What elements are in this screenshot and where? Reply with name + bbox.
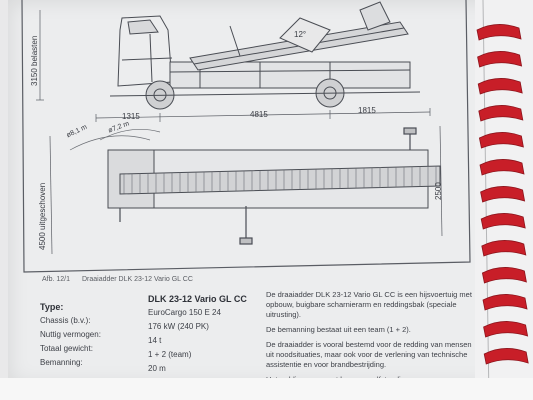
spec-labels: Type: Chassis (b.v.): Nuttig vermogen: T…	[40, 300, 150, 370]
spec-value: 1 + 2 (team)	[148, 350, 192, 359]
dim-height-label: 3150 belasten	[30, 35, 39, 86]
spiral-coil	[481, 240, 527, 257]
spec-label: Bemanning:	[40, 358, 83, 367]
dim-width-label: 4500 uitgeschoven	[38, 182, 47, 250]
spec-label: Nuttig vermogen:	[40, 330, 101, 339]
figure-title: Draaiadder DLK 23-12 Vario GL CC	[81, 276, 193, 283]
dim-4815-label: 4815	[250, 110, 268, 119]
truck-top-view	[107, 149, 441, 209]
spiral-coil	[482, 294, 528, 311]
description-text: De draaiadder DLK 23-12 Vario GL CC is e…	[266, 290, 481, 390]
spiral-coil	[480, 186, 526, 203]
spec-model: DLK 23-12 Vario GL CC	[148, 294, 247, 304]
spiral-coil	[480, 213, 526, 230]
spec-label: Totaal gewicht:	[40, 344, 93, 353]
dim-2500-label: 2500	[434, 182, 443, 200]
swing-radius-1	[69, 135, 151, 151]
spec-heading: Type:	[40, 302, 64, 312]
truck-side-view	[109, 1, 421, 110]
outriggers	[119, 127, 417, 245]
spec-values: DLK 23-12 Vario GL CC EuroCargo 150 E 24…	[148, 292, 263, 376]
spiral-coil	[477, 78, 523, 95]
description-paragraph: De bemanning bestaat uit een team (1 + 2…	[266, 325, 411, 334]
spiral-coil	[477, 51, 523, 68]
spec-value: 176 kW (240 PK)	[148, 322, 209, 331]
dim-1815-label: 1815	[358, 106, 376, 115]
description-paragraph: De draaiadder is vooral bestemd voor de …	[266, 340, 472, 369]
spiral-coil	[483, 321, 529, 338]
spec-value: EuroCargo 150 E 24	[148, 308, 221, 317]
dim-1315-label: 1315	[122, 112, 140, 121]
figure-caption: Afb. 12/1 Draaiadder DLK 23-12 Vario GL …	[42, 276, 203, 283]
spiral-binding	[475, 0, 533, 400]
description-paragraph: De draaiadder DLK 23-12 Vario GL CC is e…	[266, 290, 472, 319]
side-dimensions	[36, 10, 431, 122]
spec-value: 20 m	[148, 364, 166, 373]
swing-radius-2	[99, 129, 161, 141]
spiral-coil	[476, 24, 522, 41]
drawing-frame	[21, 0, 471, 273]
top-dimensions	[49, 125, 443, 255]
dim-angle-label: 12°	[294, 30, 307, 39]
spiral-coil	[481, 267, 527, 284]
spiral-coil	[479, 159, 525, 176]
figure-number: Afb. 12/1	[42, 276, 71, 283]
ladder-rungs	[123, 166, 437, 194]
spiral-coil	[483, 348, 529, 365]
spiral-coil	[478, 132, 524, 149]
bottom-edge	[0, 378, 533, 400]
spiral-coil	[478, 105, 524, 122]
spec-value: 14 t	[148, 336, 162, 345]
spec-label: Chassis (b.v.):	[40, 316, 91, 325]
